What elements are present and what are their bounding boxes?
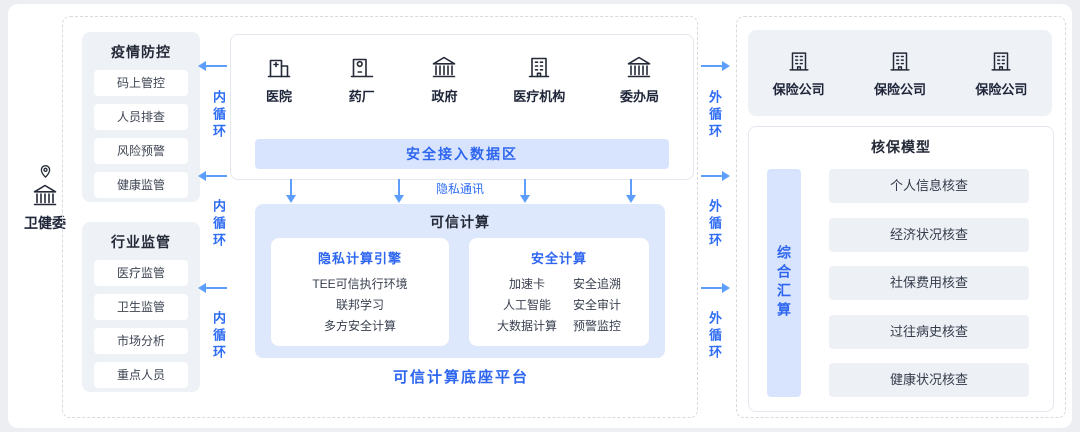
- insurers-panel: 保险公司 保险公司 保险公司: [748, 30, 1052, 116]
- insurance-company-icon: [887, 48, 913, 74]
- health-commission: 卫健委: [16, 164, 74, 233]
- secure-compute-item: 大数据计算: [496, 319, 557, 333]
- insurance-company-icon: [988, 48, 1014, 74]
- platform-label: 可信计算底座平台: [392, 369, 529, 386]
- outer-loop-region: [736, 16, 1066, 418]
- secure-compute-title: 安全计算: [530, 251, 587, 266]
- org-bureau: 委办局: [620, 53, 659, 105]
- secure-compute-item: 安全追溯: [573, 277, 622, 291]
- inner-loop-label: 内循环: [211, 90, 226, 141]
- org-label: 委办局: [619, 89, 659, 104]
- epidemic-item: 人员排查: [94, 104, 188, 130]
- inner-loop-region: [62, 16, 698, 418]
- privacy-engine-item: 联邦学习: [335, 298, 384, 312]
- privacy-comm-label: 隐私通讯: [435, 182, 484, 196]
- secure-compute-item: 安全审计: [573, 298, 622, 312]
- inner-loop-label: 内循环: [211, 199, 226, 250]
- insurer: 保险公司: [975, 48, 1027, 98]
- pharmacy-icon: [348, 53, 376, 81]
- underwriting-item: 健康状况核查: [829, 363, 1029, 397]
- privacy-engine-title: 隐私计算引擎: [317, 251, 402, 266]
- org-label: 医疗机构: [513, 89, 566, 104]
- org-medical-institution: 医疗机构: [513, 53, 565, 105]
- insurer-label: 保险公司: [772, 82, 825, 97]
- epidemic-item: 风险预警: [94, 138, 188, 164]
- privacy-engine-item: TEE可信执行环境: [312, 277, 408, 291]
- epidemic-panel-title: 疫情防控: [111, 44, 171, 60]
- org-label: 医院: [265, 89, 292, 104]
- inner-loop-arrow: [198, 283, 227, 293]
- outer-loop-arrow: [701, 283, 730, 293]
- org-hospital: 医院: [265, 53, 293, 105]
- trusted-computing-title: 可信计算: [430, 214, 490, 230]
- privacy-engine-box: 隐私计算引擎 TEE可信执行环境 联邦学习 多方安全计算: [271, 238, 449, 346]
- industry-item: 卫生监管: [94, 294, 188, 320]
- medical-institution-icon: [525, 53, 553, 81]
- outer-loop-label: 外循环: [707, 199, 722, 250]
- privacy-comm-arrow: [520, 179, 530, 203]
- privacy-comm-arrow: [286, 179, 296, 203]
- industry-item: 医疗监管: [94, 260, 188, 286]
- industry-panel-title: 行业监管: [111, 234, 171, 250]
- epidemic-item: 码上管控: [94, 70, 188, 96]
- location-pin-icon: [38, 164, 53, 179]
- trusted-computing-box: 可信计算 隐私计算引擎 TEE可信执行环境 联邦学习 多方安全计算 安全计算 加…: [255, 204, 665, 358]
- org-pharmacy: 药厂: [348, 53, 376, 105]
- government-icon: [430, 53, 458, 81]
- org-row: 医院 药厂 政府 医疗机构 委办局: [265, 53, 659, 105]
- insurer: 保险公司: [874, 48, 926, 98]
- hospital-icon: [265, 53, 293, 81]
- underwriting-item: 经济状况核查: [829, 217, 1029, 252]
- underwriting-item: 个人信息核查: [829, 169, 1029, 203]
- insurer-label: 保险公司: [975, 82, 1028, 97]
- insurer-label: 保险公司: [873, 82, 926, 97]
- underwriting-item: 社保费用核查: [829, 266, 1029, 300]
- epidemic-item: 健康监管: [94, 172, 188, 198]
- inner-loop-label: 内循环: [211, 311, 226, 362]
- inner-loop-arrow: [198, 61, 227, 71]
- secure-compute-box: 安全计算 加速卡 人工智能 大数据计算 安全追溯 安全审计 预警监控: [469, 238, 649, 346]
- underwriting-panel: 核保模型 综合汇算 个人信息核查 经济状况核查 社保费用核查 过往病史核查 健康…: [748, 126, 1054, 412]
- outer-loop-arrow: [701, 171, 730, 181]
- industry-item: 市场分析: [94, 328, 188, 354]
- outer-loop-arrow: [701, 61, 730, 71]
- industry-item: 重点人员: [94, 362, 188, 388]
- underwriting-items: 个人信息核查 经济状况核查 社保费用核查 过往病史核查 健康状况核查: [829, 169, 1029, 397]
- org-government: 政府: [430, 53, 458, 105]
- secure-compute-item: 人工智能: [502, 298, 551, 312]
- industry-panel: 行业监管 医疗监管 卫生监管 市场分析 重点人员: [82, 222, 200, 392]
- org-label: 政府: [431, 89, 458, 104]
- comprehensive-calc-label: 综合汇算: [776, 245, 792, 321]
- secure-compute-item: 预警监控: [573, 319, 622, 333]
- underwriting-title: 核保模型: [871, 139, 931, 155]
- bureau-icon: [625, 53, 653, 81]
- privacy-comm-arrow: [394, 179, 404, 203]
- secure-compute-item: 加速卡: [508, 277, 545, 291]
- privacy-engine-item: 多方安全计算: [323, 319, 396, 333]
- epidemic-panel: 疫情防控 码上管控 人员排查 风险预警 健康监管: [82, 32, 200, 202]
- insurance-company-icon: [786, 48, 812, 74]
- inner-loop-arrow: [198, 171, 227, 181]
- underwriting-item: 过往病史核查: [829, 314, 1029, 349]
- data-sources-box: 医院 药厂 政府 医疗机构 委办局 安全接入数据区: [230, 34, 694, 180]
- outer-loop-label: 外循环: [707, 90, 722, 141]
- health-commission-label: 卫健委: [24, 215, 66, 231]
- privacy-comm-arrow: [626, 179, 636, 203]
- org-label: 药厂: [348, 89, 375, 104]
- health-commission-building-icon: [31, 181, 59, 209]
- outer-loop-label: 外循环: [707, 311, 722, 362]
- comprehensive-calc-bar: 综合汇算: [767, 169, 801, 397]
- secure-access-bar: 安全接入数据区: [255, 139, 669, 169]
- insurer: 保险公司: [773, 48, 825, 98]
